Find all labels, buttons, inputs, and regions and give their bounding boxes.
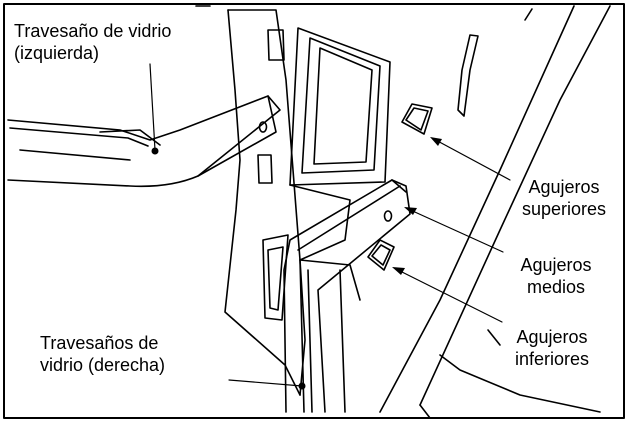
glass-rails-right bbox=[283, 179, 411, 413]
cabinet-side-panel bbox=[195, 5, 306, 396]
upper-holes-arrowhead bbox=[430, 137, 442, 146]
label-line: Agujeros bbox=[528, 177, 600, 197]
label-line: inferiores bbox=[514, 349, 590, 369]
label-line: Travesaños de bbox=[40, 333, 159, 353]
lower-holes-arrowhead bbox=[392, 267, 405, 275]
cabinet-frame bbox=[289, 27, 391, 301]
label-holes-upper: Agujeros superiores bbox=[516, 176, 612, 220]
label-line: (izquierda) bbox=[14, 43, 100, 63]
label-line: Travesaño de vidrio bbox=[14, 21, 172, 41]
label-holes-lower: Agujeros inferiores bbox=[504, 326, 600, 370]
label-line: Agujeros bbox=[520, 255, 592, 275]
label-line: medios bbox=[526, 277, 586, 297]
label-line: vidrio (derecha) bbox=[40, 355, 166, 375]
right-rail-dot bbox=[298, 382, 306, 390]
left-rail-dot bbox=[151, 147, 159, 155]
label-holes-middle: Agujeros medios bbox=[508, 254, 604, 298]
label-line: Agujeros bbox=[516, 327, 588, 347]
side-wall bbox=[379, 5, 611, 419]
figure-border bbox=[3, 3, 625, 419]
glass-rail-left bbox=[7, 95, 281, 188]
panel-openings bbox=[257, 29, 289, 321]
cabinet-holes bbox=[367, 103, 433, 271]
middle-holes-arrowhead bbox=[404, 207, 417, 215]
label-glass-rail-left: Travesaño de vidrio (izquierda) bbox=[14, 20, 171, 64]
label-glass-rails-right: Travesaños de vidrio (derecha) bbox=[40, 332, 165, 376]
leader-lines bbox=[149, 63, 511, 387]
label-line: superiores bbox=[521, 199, 607, 219]
leader-arrowheads bbox=[151, 137, 442, 390]
